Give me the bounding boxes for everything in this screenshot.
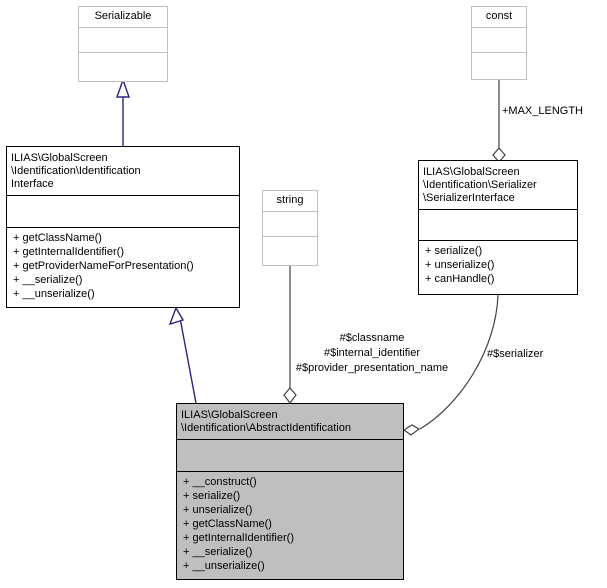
class-operations-serializer-interface: + serialize() + unserialize() + canHandl… xyxy=(419,240,577,289)
edge-label-serializer: #$serializer xyxy=(487,348,544,360)
class-node-serializable[interactable]: Serializable xyxy=(78,6,168,82)
edge-serializable-to-identification-interface xyxy=(116,77,130,146)
edge-label-abstract-identification-attributes: #$classname #$internal_identifier #$prov… xyxy=(295,332,449,374)
class-node-string[interactable]: string xyxy=(262,190,318,266)
class-node-identification-interface[interactable]: ILIAS\GlobalScreen \Identification\Ident… xyxy=(6,146,240,308)
class-attributes-serializer-interface xyxy=(419,209,577,240)
edge-const-to-serializer-interface xyxy=(492,80,506,163)
class-title-abstract-identification: ILIAS\GlobalScreen \Identification\Abstr… xyxy=(181,409,351,434)
class-title-serializable: Serializable xyxy=(94,10,152,22)
class-attributes-abstract-identification xyxy=(177,439,403,471)
class-operations-string xyxy=(263,236,317,261)
class-title-serializer-interface: ILIAS\GlobalScreen \Identification\Seria… xyxy=(423,166,537,204)
edge-label-max-length: +MAX_LENGTH xyxy=(502,105,583,117)
edge-identification-interface-to-abstract-identification xyxy=(168,306,197,404)
class-attributes-string xyxy=(263,211,317,236)
class-node-serializer-interface[interactable]: ILIAS\GlobalScreen \Identification\Seria… xyxy=(418,160,578,295)
class-operations-identification-interface: + getClassName() + getInternalIdentifier… xyxy=(7,227,239,304)
class-attributes-identification-interface xyxy=(7,195,239,227)
class-node-abstract-identification[interactable]: ILIAS\GlobalScreen \Identification\Abstr… xyxy=(176,403,404,580)
class-attributes-serializable xyxy=(79,27,167,52)
class-title-identification-interface: ILIAS\GlobalScreen \Identification\Ident… xyxy=(11,152,141,190)
class-operations-serializable xyxy=(79,52,167,77)
class-operations-const xyxy=(472,52,526,77)
class-title-const: const xyxy=(485,10,513,22)
class-node-const[interactable]: const xyxy=(471,6,527,80)
class-title-string: string xyxy=(276,194,304,206)
class-attributes-const xyxy=(472,27,526,52)
class-operations-abstract-identification: + __construct() + serialize() + unserial… xyxy=(177,471,403,576)
